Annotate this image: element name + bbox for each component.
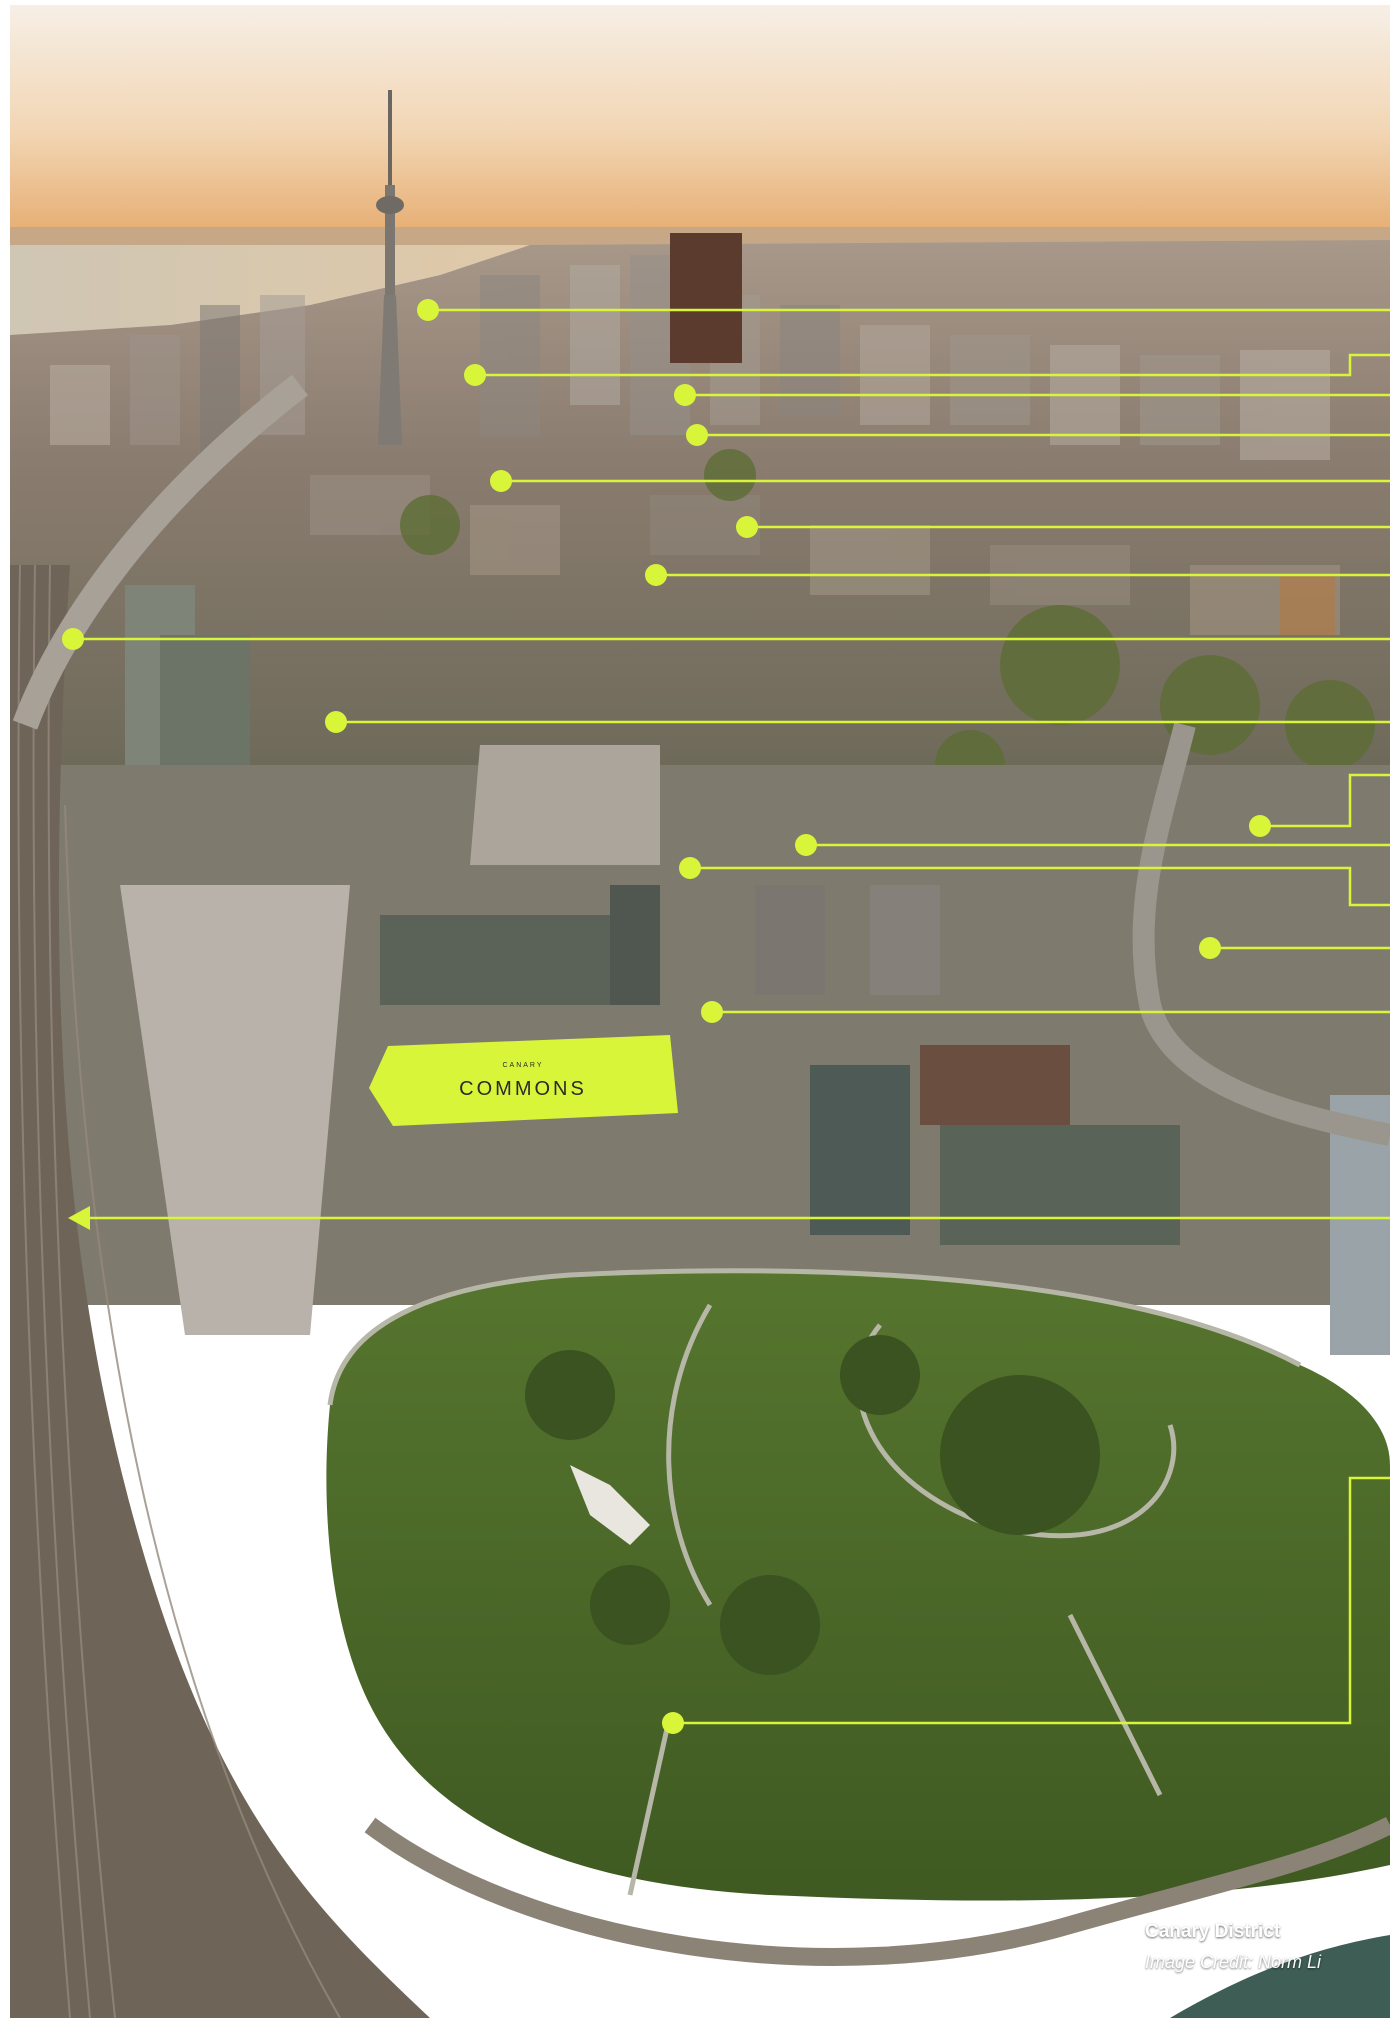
caption-credit: Image Credit: Norm Li — [1145, 1952, 1322, 1972]
callout-marker-2[interactable] — [464, 364, 486, 386]
callout-marker-6[interactable] — [736, 516, 758, 538]
callout-marker-5[interactable] — [490, 470, 512, 492]
rail-corridor — [10, 565, 430, 2018]
aerial-map-frame: CANARY COMMONS Canary District Image Cre… — [10, 5, 1390, 2018]
parking-lot — [120, 885, 350, 1335]
callout-marker-9[interactable] — [325, 711, 347, 733]
don-river — [1170, 1935, 1390, 2018]
photo-caption: Canary District Image Credit: Norm Li — [1145, 1920, 1321, 1974]
sky — [10, 5, 1390, 235]
overpass — [1132, 722, 1390, 1146]
callout-marker-13[interactable] — [1199, 937, 1221, 959]
callout-line-17 — [673, 1476, 1390, 1725]
canary-commons-label[interactable]: CANARY COMMONS — [369, 1035, 678, 1126]
callout-line-2 — [475, 353, 1390, 377]
commons-label-large: COMMONS — [459, 1078, 587, 1100]
callout-marker-1[interactable] — [417, 299, 439, 321]
pavilion-canopy — [570, 1465, 650, 1545]
caption-title: Canary District — [1145, 1921, 1281, 1942]
callout-marker-10[interactable] — [1249, 815, 1271, 837]
highway — [12, 374, 308, 730]
callout-marker-16[interactable] — [68, 1206, 90, 1230]
city-blocks — [50, 255, 1340, 635]
callout-overlay: CANARY COMMONS — [62, 299, 1390, 1734]
callout-line-10 — [1260, 773, 1390, 828]
canary-label-small: CANARY — [502, 1062, 543, 1069]
callout-marker-14[interactable] — [701, 1001, 723, 1023]
callout-marker-17[interactable] — [662, 1712, 684, 1734]
callout-marker-12[interactable] — [679, 857, 701, 879]
callout-marker-8[interactable] — [62, 628, 84, 650]
callout-marker-3[interactable] — [674, 384, 696, 406]
callout-marker-7[interactable] — [645, 564, 667, 586]
rail-arc — [364, 1816, 1390, 1966]
callout-marker-11[interactable] — [795, 834, 817, 856]
callout-marker-4[interactable] — [686, 424, 708, 446]
aerial-photo — [10, 5, 1390, 2018]
park-tree-clusters — [525, 1335, 1100, 1675]
dark-tower — [670, 233, 742, 363]
upper-parking-lot — [470, 745, 660, 865]
rail-tracks — [17, 564, 341, 2018]
callout-line-12 — [690, 866, 1390, 907]
canary-buildings — [380, 885, 1390, 1355]
cn-tower — [376, 90, 404, 445]
